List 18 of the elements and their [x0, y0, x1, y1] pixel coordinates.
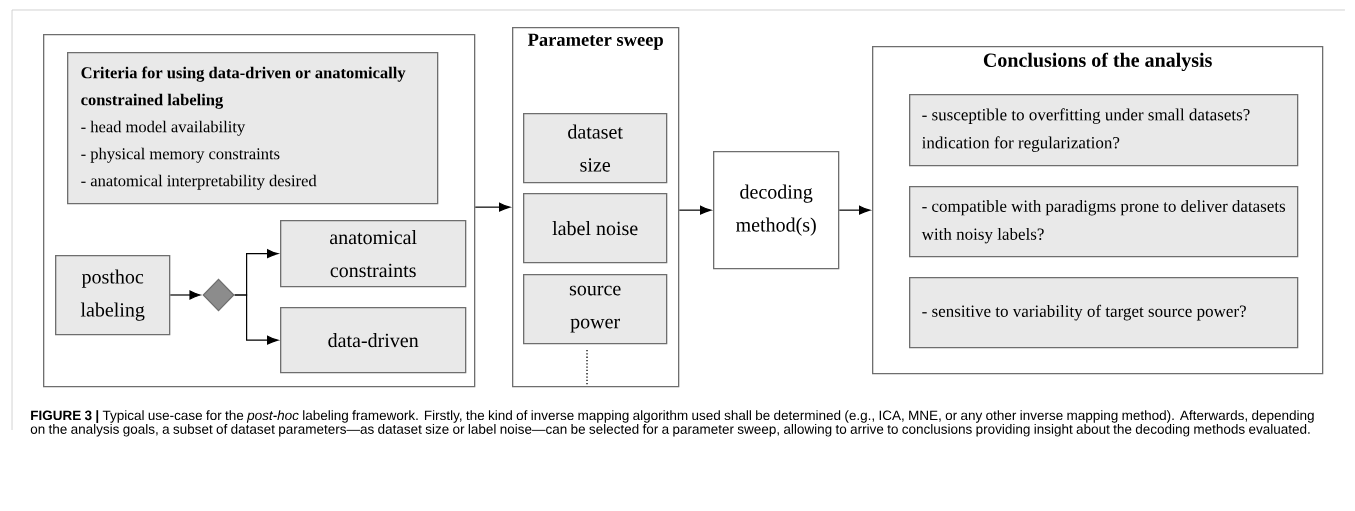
criteria-box: Criteria for using data-driven or anatomically constrained labeling - head model availability - physical memory constraints - anatomical interpretability desired	[67, 52, 439, 205]
arrow	[234, 294, 279, 345]
process-box: posthoc labeling	[55, 255, 171, 336]
process-box: - sensitive to variability of target source power?	[909, 277, 1299, 349]
process-box: label noise	[523, 193, 668, 264]
process-box: anatomical constraints	[280, 220, 467, 288]
process-box: decoding method(s)	[713, 151, 840, 270]
arrow	[678, 205, 712, 215]
arrow	[838, 205, 871, 215]
decision-diamond	[202, 278, 235, 312]
arrow	[169, 290, 201, 300]
process-box: dataset size	[523, 113, 668, 184]
process-box: source power	[523, 274, 668, 345]
process-box: - compatible with paradigms prone to deliver datasets with noisy labels?	[909, 186, 1299, 258]
process-box: - susceptible to overfitting under small datasets? indication for regularization?	[909, 94, 1299, 167]
arrow	[474, 202, 511, 212]
caption: FIGURE 3 | Typical use-case for the post-hoc labeling framework. Firstly, the kind of inverse mapping algorithm used shall be determined (e.g., ICA, MNE, or any other inverse mapping method). Afterwards, depending on the analysis goals, a subset of dataset parameters—as dataset size or label noise—can be selected for a parameter sweep, allowing to arrive to conclusions providing insight about the decoding methods evaluated.	[30, 410, 1314, 437]
process-box: data-driven	[280, 307, 467, 374]
